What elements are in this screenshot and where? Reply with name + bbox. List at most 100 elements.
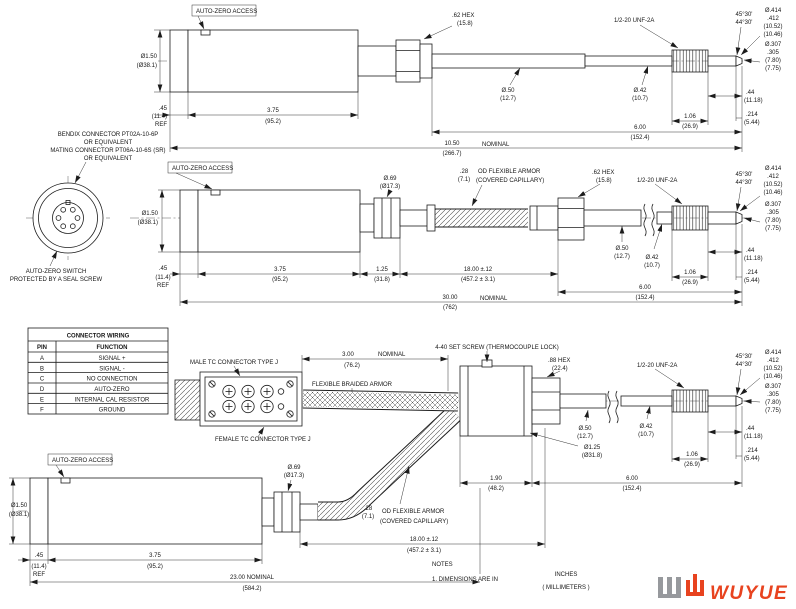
tip-dia-mm-max: (10.52) — [763, 24, 782, 30]
stem-len-label: 6.00 — [634, 125, 646, 131]
wuyue-logo: WUYUE — [658, 574, 787, 604]
thread-section — [671, 49, 709, 73]
nose-dia-mm-min: (7.75) — [765, 408, 781, 414]
thread-len-mm: (26.9) — [682, 280, 698, 286]
connector-pin — [55, 215, 62, 221]
cap-len-mm: (11.4) — [152, 114, 167, 120]
hex-size-label: .62 HEX — [592, 170, 614, 176]
hex-nut — [395, 39, 421, 83]
nose-dia-max: Ø.307 — [765, 42, 782, 48]
pin-cell: E — [40, 397, 44, 403]
bendix-line3: MATING CONNECTOR PT06A-10-6S (SR) — [50, 148, 165, 154]
tc-contact — [222, 384, 236, 399]
transducer-body — [187, 29, 359, 93]
tip-len-label: .44 — [746, 426, 755, 432]
ref-label: REF — [157, 283, 169, 289]
stem2-dia-label: Ø.42 — [645, 255, 659, 261]
bendix-connector-face — [32, 182, 104, 254]
auto-zero-label-box — [167, 161, 233, 174]
tip-dia-min: .412 — [767, 174, 779, 180]
break-line — [651, 203, 655, 237]
tc-jack — [277, 403, 285, 410]
connector-screw — [286, 410, 294, 418]
bendix-line1: BENDIX CONNECTOR PT02A-10-6P — [58, 132, 159, 138]
stem-small — [620, 395, 673, 407]
total-len-label: 30.00 — [442, 295, 458, 301]
body-len-mm: (95.2) — [272, 277, 288, 283]
armor-desc-label: OD FLEXIBLE ARMOR — [478, 169, 541, 175]
auto-zero-switch-line1: AUTO-ZERO SWITCH — [26, 269, 87, 275]
tip-len-mm: (11.18) — [744, 256, 763, 262]
hex-size-mm: (15.8) — [596, 178, 612, 184]
hex-size-label: .62 HEX — [452, 13, 474, 19]
body-len-label: 3.75 — [274, 267, 286, 273]
nose-dia-mm-max: (7.80) — [765, 58, 781, 64]
armor-desc2-label: (COVERED CAPILLARY) — [476, 178, 544, 184]
tip-dia-min: .412 — [767, 358, 779, 364]
thread-spec-label: 1/2-20 UNF-2A — [637, 178, 677, 184]
total-len-mm: (762) — [443, 305, 457, 311]
armor-od-label: .28 — [460, 169, 469, 175]
tip-dia-mm-max: (10.52) — [763, 366, 782, 372]
flexible-armor-diagonal — [318, 406, 461, 520]
nose-len-label: .214 — [746, 448, 758, 454]
cap-len-label: .45 — [159, 266, 168, 272]
connector-screw — [286, 380, 294, 388]
braid-len-mm: (76.2) — [344, 363, 360, 369]
body-len-mm: (95.2) — [147, 564, 163, 570]
function-cell: SIGNAL - — [99, 366, 124, 372]
armor-desc2-label: (COVERED CAPILLARY) — [380, 519, 448, 525]
stem2-dia-mm: (10.7) — [638, 432, 654, 438]
tip-chamfer — [735, 211, 743, 225]
auto-zero-access-label: AUTO-ZERO ACCESS — [172, 166, 233, 172]
bendix-line4: OR EQUIVALENT — [84, 156, 133, 162]
notes-line1: 1. DIMENSIONS ARE IN — [432, 577, 498, 583]
tip-dia-mm-max: (10.52) — [763, 182, 782, 188]
body-dia-mm: (Ø38.1) — [138, 220, 158, 226]
armor-od-mm: (7.1) — [362, 514, 374, 520]
braid-len-label: 3.00 — [342, 352, 354, 358]
armor-len-mm: (457.2 ± 3.1) — [461, 277, 495, 283]
armor-desc-label: OD FLEXIBLE ARMOR — [382, 509, 445, 515]
auto-zero-screw — [200, 29, 211, 36]
connector-wiring-table: CONNECTOR WIRING PIN FUNCTION A SIGNAL +… — [27, 327, 169, 415]
drawing-tc-connector: MALE TC CONNECTOR TYPE J FEMALE TC CONNE… — [174, 345, 783, 492]
connector-pin — [60, 207, 66, 213]
tip-angle-min: 44°30' — [736, 362, 753, 368]
connector-pin — [74, 215, 81, 221]
pin-cell: A — [40, 356, 44, 362]
head-dia-mm: (Ø31.8) — [582, 453, 602, 459]
stem-len-label: 6.00 — [626, 476, 638, 482]
armor-ferrule — [426, 204, 436, 232]
tip-chamfer — [735, 395, 743, 407]
connector-strain-block — [174, 379, 201, 421]
connector-pin — [60, 223, 66, 230]
stem-dia-label: Ø.50 — [578, 426, 592, 432]
auto-zero-label-box — [47, 453, 113, 466]
neck — [359, 203, 375, 233]
tc-contact — [241, 399, 255, 414]
total-len-mm: (584.2) — [242, 586, 261, 592]
bushing-len-mm: (31.8) — [374, 277, 390, 283]
bendix-line2: OR EQUIVALENT — [84, 140, 133, 146]
nominal-label: NOMINAL — [482, 142, 510, 148]
connector-screw — [208, 380, 216, 388]
tip-dia-max: Ø.414 — [765, 350, 782, 356]
stem-small — [584, 55, 673, 67]
tip-dia-mm-min: (10.46) — [763, 374, 782, 380]
flange — [419, 43, 433, 79]
stem-dia-label: Ø.50 — [501, 88, 515, 94]
stem-large — [559, 393, 607, 409]
set-screw-label: 4-40 SET SCREW (THERMOCOUPLE LOCK) — [435, 345, 559, 351]
nominal-label: NOMINAL — [480, 296, 508, 302]
break-line — [607, 390, 611, 424]
neck — [261, 497, 275, 527]
braided-armor — [302, 391, 459, 410]
notes-title: NOTES — [432, 562, 453, 568]
stem-large — [583, 209, 642, 227]
thread-section — [671, 205, 709, 231]
armor-len-mm: (457.2 ± 3.1) — [407, 548, 441, 554]
body-len-mm: (95.2) — [265, 119, 281, 125]
stem-dia-mm: (12.7) — [614, 254, 630, 260]
total-len-label: 10.50 — [444, 141, 460, 147]
